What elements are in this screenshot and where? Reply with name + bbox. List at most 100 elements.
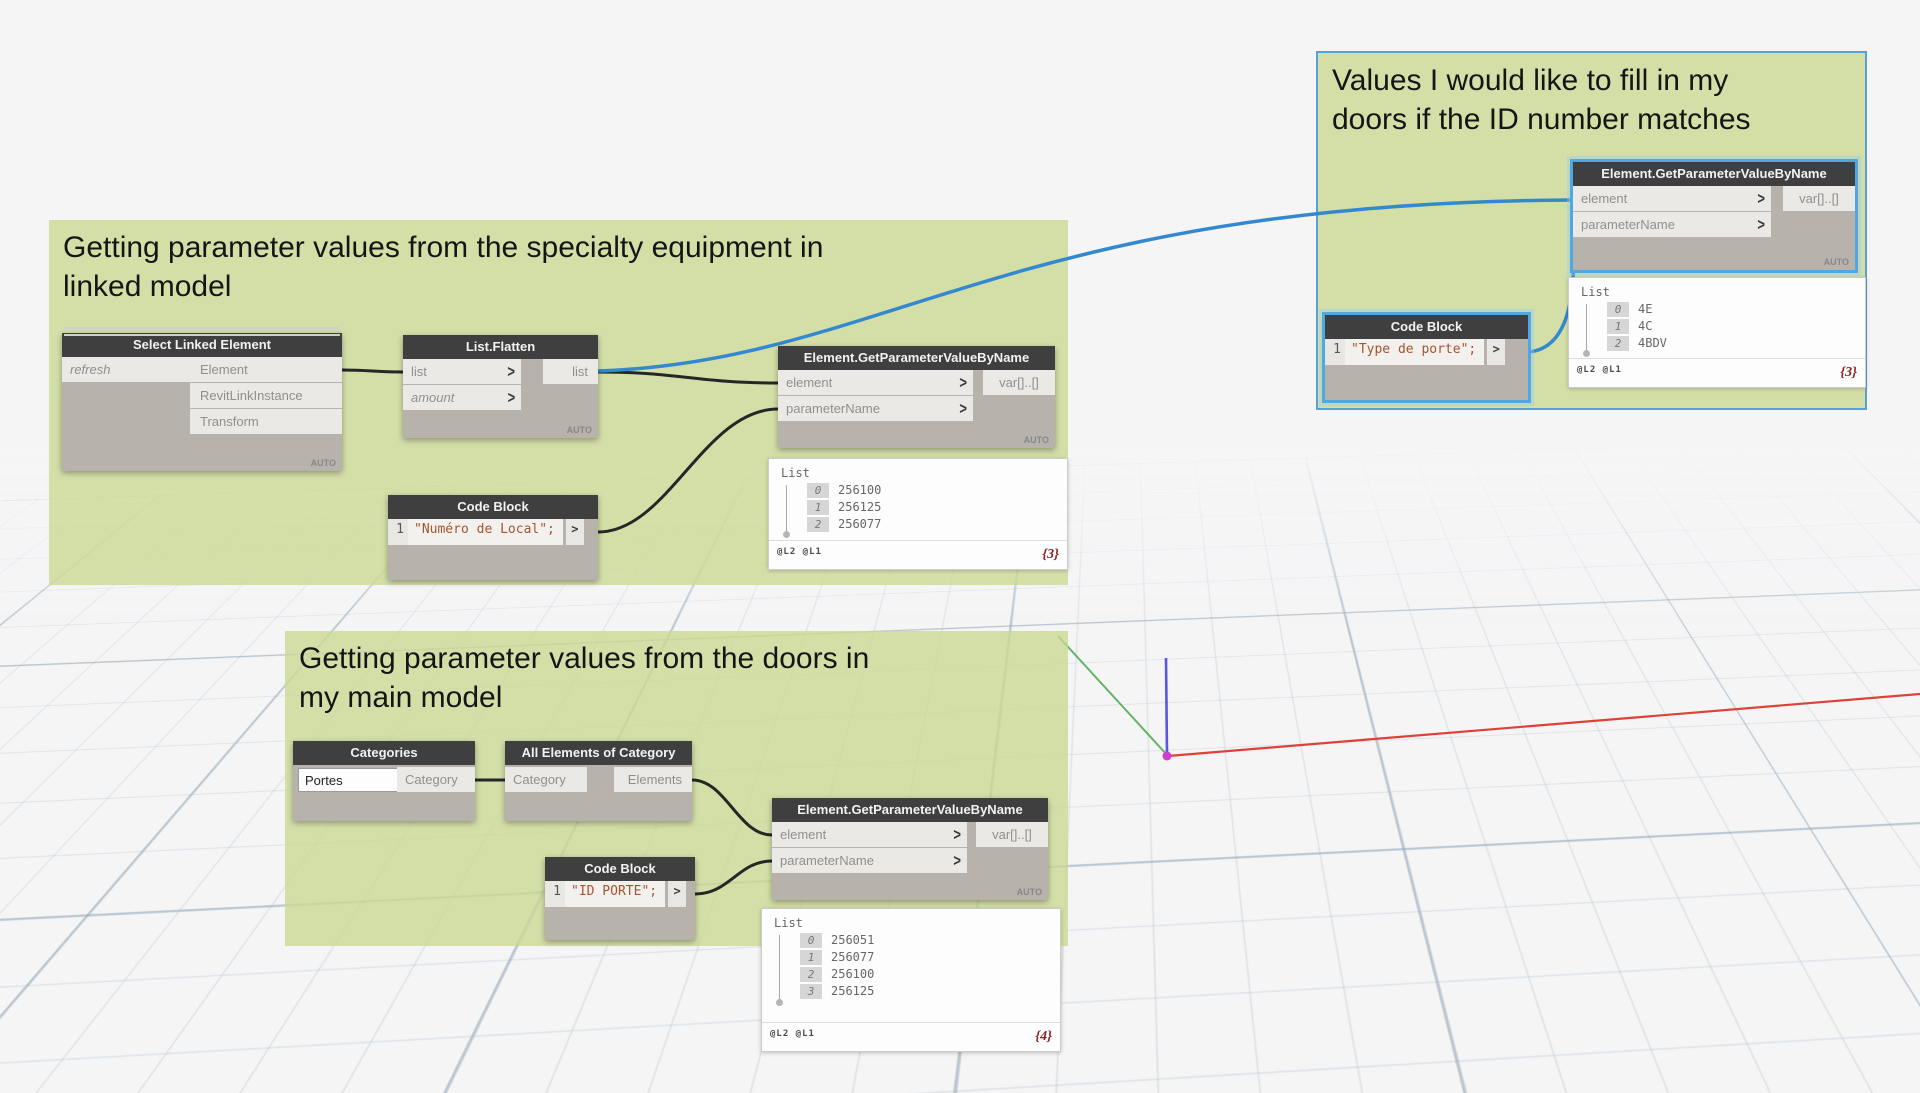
output-port-list[interactable]: list <box>543 359 598 384</box>
input-port-category[interactable]: Category <box>505 767 587 792</box>
output-port-revitlinkinstance[interactable]: RevitLinkInstance <box>190 383 342 408</box>
wire-select-to-flatten[interactable] <box>341 368 404 374</box>
node-header[interactable]: Element.GetParameterValueByName <box>1573 162 1855 186</box>
output-port-var[interactable]: var[]..[] <box>983 370 1055 395</box>
code-output-port[interactable]: > <box>1487 339 1506 365</box>
output-port-element[interactable]: Element <box>190 357 342 382</box>
port-arrow-icon: > <box>959 399 967 418</box>
lacing-badge: AUTO <box>566 425 592 435</box>
code-output-port[interactable]: > <box>565 519 584 545</box>
output-port-transform[interactable]: Transform <box>190 409 342 434</box>
count-badge: {4} <box>1035 1029 1052 1044</box>
node-list-flatten[interactable]: List.Flatten list > amount > list AUTO <box>403 335 598 438</box>
node-header[interactable]: All Elements of Category <box>505 741 692 765</box>
list-value: 256100 <box>838 483 882 497</box>
input-port-parametername[interactable]: parameterName > <box>1573 212 1771 237</box>
node-code-block-numero-local[interactable]: Code Block 1 "Numéro de Local"; > <box>388 495 598 580</box>
node-select-linked-element[interactable]: Select Linked Element refresh > Element … <box>62 327 342 471</box>
tree-line <box>1586 304 1587 352</box>
input-port-parametername[interactable]: parameterName > <box>778 396 973 421</box>
group-title: Getting parameter values from the specia… <box>63 231 824 303</box>
group-title: Getting parameter values from the doors … <box>299 642 870 714</box>
node-getparam-linked[interactable]: Element.GetParameterValueByName element … <box>778 346 1055 448</box>
lacing-badge: AUTO <box>1016 887 1042 897</box>
node-categories[interactable]: Categories Portes ▾ Category <box>293 741 475 821</box>
tree-dot <box>776 999 783 1006</box>
input-port-list[interactable]: list > <box>403 359 521 384</box>
port-arrow-icon: > <box>959 373 967 392</box>
output-port-var[interactable]: var[]..[] <box>976 822 1048 847</box>
node-code-block-id-porte[interactable]: Code Block 1 "ID PORTE"; > <box>545 857 695 940</box>
node-header[interactable]: Categories <box>293 741 475 765</box>
node-getparam-values[interactable]: Element.GetParameterValueByName element … <box>1570 159 1858 273</box>
node-header[interactable]: List.Flatten <box>403 335 598 359</box>
code-line-number: 1 <box>1325 339 1345 365</box>
tree-dot <box>1583 350 1590 357</box>
list-index-badge: 0 <box>807 482 829 498</box>
port-arrow-icon: > <box>953 851 961 870</box>
levels-label: @L2 @L1 <box>777 547 822 557</box>
node-code-block-type-porte[interactable]: Code Block 1 "Type de porte"; > <box>1322 312 1531 403</box>
output-port-category[interactable]: Category <box>397 767 475 792</box>
node-header[interactable]: Code Block <box>1325 315 1528 339</box>
list-value: 256100 <box>831 967 875 981</box>
code-text[interactable]: "Type de porte"; <box>1345 339 1485 365</box>
list-index-badge: 2 <box>1607 335 1629 351</box>
list-index-badge: 2 <box>807 516 829 532</box>
port-arrow-icon: > <box>507 362 515 381</box>
wire-codelocal-to-getparam[interactable] <box>597 407 779 534</box>
list-value: 4E <box>1638 302 1653 316</box>
list-value: 256051 <box>831 933 875 947</box>
port-arrow-icon: > <box>953 825 961 844</box>
dropdown-value: Portes <box>305 772 343 788</box>
code-text[interactable]: "ID PORTE"; <box>565 881 666 907</box>
list-value: 4C <box>1638 319 1653 333</box>
list-value: 256125 <box>838 500 882 514</box>
list-header: List <box>781 466 810 480</box>
code-text[interactable]: "Numéro de Local"; <box>408 519 563 545</box>
node-header[interactable]: Select Linked Element <box>62 333 342 357</box>
output-port-var[interactable]: var[]..[] <box>1783 186 1855 211</box>
tree-dot <box>783 531 790 538</box>
node-header[interactable]: Element.GetParameterValueByName <box>772 798 1048 822</box>
wire-codeid-to-getparam[interactable] <box>694 859 773 896</box>
output-port-elements[interactable]: Elements <box>614 767 692 792</box>
levels-label: @L2 @L1 <box>770 1029 815 1039</box>
list-value: 256077 <box>838 517 882 531</box>
node-all-elements-of-category[interactable]: All Elements of Category Category Elemen… <box>505 741 692 821</box>
list-index-badge: 1 <box>800 949 822 965</box>
input-port-parametername[interactable]: parameterName > <box>772 848 967 873</box>
list-index-badge: 3 <box>800 983 822 999</box>
node-header[interactable]: Element.GetParameterValueByName <box>778 346 1055 370</box>
levels-label: @L2 @L1 <box>1577 365 1622 375</box>
list-index-badge: 2 <box>800 966 822 982</box>
input-port-element[interactable]: element > <box>778 370 973 395</box>
lacing-badge: AUTO <box>1823 257 1849 267</box>
count-badge: {3} <box>1042 547 1059 562</box>
port-arrow-icon: > <box>507 388 515 407</box>
code-line-number: 1 <box>388 519 408 545</box>
list-index-badge: 1 <box>1607 318 1629 334</box>
list-value: 256125 <box>831 984 875 998</box>
input-port-amount[interactable]: amount > <box>403 385 521 410</box>
wire-flatten-to-getparam[interactable] <box>597 370 779 385</box>
code-output-port[interactable]: > <box>668 881 687 907</box>
node-header[interactable]: Code Block <box>545 857 695 881</box>
wire-allelements-to-getparam[interactable] <box>691 778 773 837</box>
input-port-element[interactable]: element > <box>772 822 967 847</box>
code-line-number: 1 <box>545 881 565 907</box>
list-header: List <box>774 916 803 930</box>
node-header[interactable]: Code Block <box>388 495 598 519</box>
lacing-badge: AUTO <box>1023 435 1049 445</box>
input-port-element[interactable]: element > <box>1573 186 1771 211</box>
tree-line <box>786 485 787 533</box>
wire-flatten-to-getparam-values[interactable] <box>597 198 1574 373</box>
wire-codetype-to-getparam-values[interactable] <box>1527 225 1576 354</box>
list-value: 256077 <box>831 950 875 964</box>
node-getparam-doors[interactable]: Element.GetParameterValueByName element … <box>772 798 1048 900</box>
